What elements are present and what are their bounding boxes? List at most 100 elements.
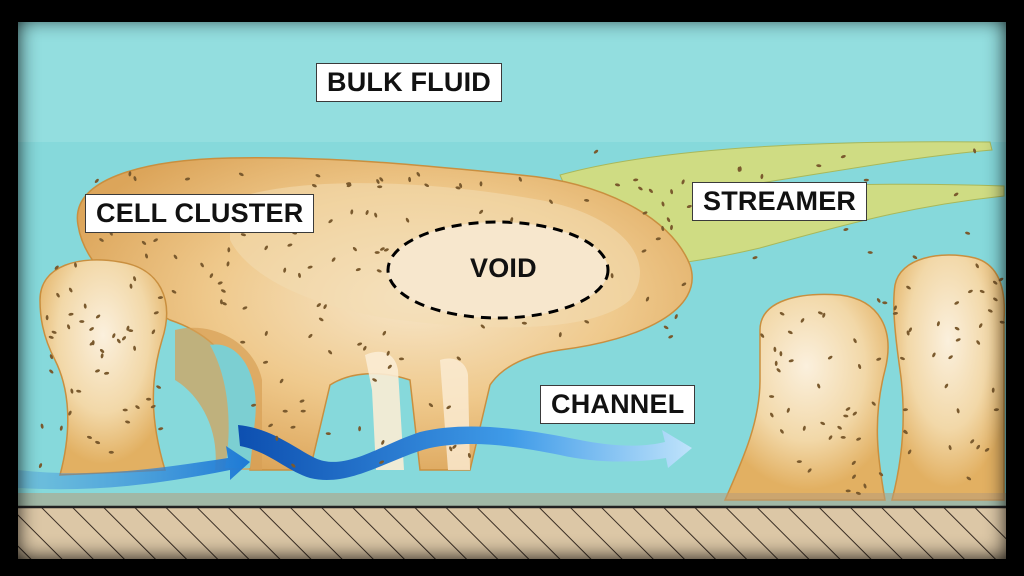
bacterium-dot [379, 460, 385, 464]
bacterium-dot [308, 333, 313, 339]
bacterium-dot [820, 421, 826, 426]
flow-arrows [18, 425, 692, 490]
substratum [18, 507, 1006, 559]
bacterium-dot [408, 176, 412, 183]
bacterium-dot [840, 154, 846, 159]
bacterium-dot [752, 256, 758, 260]
bacterium-dot [967, 289, 973, 294]
bacterium-dot [446, 405, 452, 410]
bacterium-dot [112, 333, 116, 339]
bacterium-dot [893, 305, 897, 311]
bacterium-dot [878, 472, 884, 477]
bacterium-dot [966, 476, 972, 481]
bacterium-dot [800, 318, 805, 323]
bacterium-dot [670, 189, 674, 195]
bacterium-dot [807, 468, 812, 473]
bacterium-dot [948, 355, 953, 360]
bacterium-dot [133, 176, 137, 182]
bacterium-dot [298, 272, 301, 278]
bacterium-dot [240, 340, 246, 344]
bacterium-dot [882, 301, 888, 305]
bacterium-dot [456, 356, 461, 361]
bacterium-dot [387, 364, 392, 369]
bacterium-dot [150, 404, 156, 409]
bacterium-dot [863, 178, 869, 182]
bacterium-dot [467, 452, 471, 459]
bacterium-dot [822, 312, 826, 318]
bacterium-dot [843, 414, 849, 418]
bacterium-dot [737, 166, 741, 172]
bacterium-dot [226, 261, 230, 267]
bacterium-dot [156, 385, 162, 389]
bacterium-dot [900, 356, 905, 361]
bacterium-dot [158, 427, 164, 431]
bacterium-dot [633, 178, 639, 182]
bacterium-dot [902, 408, 908, 412]
bacterium-dot [346, 183, 352, 188]
bacterium-dot [104, 371, 110, 375]
bacterium-dot [350, 209, 354, 215]
bacterium-dot [171, 290, 177, 294]
bacterium-dot [315, 174, 321, 178]
bacterium-dot [279, 378, 284, 384]
label-channel: CHANNEL [540, 385, 696, 424]
bacterium-dot [760, 333, 765, 338]
bacterium-dot [173, 254, 178, 260]
bacterium-dot [311, 184, 317, 188]
bacterium-dot [372, 378, 378, 382]
bacterium-dot [876, 357, 882, 361]
bacterium-dot [479, 181, 483, 187]
bacterium-dot [68, 312, 74, 316]
bacterium-dot [128, 171, 132, 177]
bacterium-dot [95, 369, 100, 373]
bacterium-dot [593, 149, 599, 154]
bacterium-dot [845, 407, 851, 411]
bacterium-dot [681, 179, 685, 185]
bacterium-dot [240, 233, 246, 237]
bacterium-dot [521, 321, 527, 325]
bacterium-dot [661, 225, 665, 232]
bacterium-dot [405, 217, 410, 223]
bacterium-dot [845, 489, 851, 493]
bacterium-dot [83, 303, 87, 309]
bacterium-dot [840, 435, 846, 439]
flow-arrow-main [238, 425, 692, 481]
bacterium-dot [645, 296, 650, 302]
bacterium-dot [89, 327, 94, 331]
bacterium-dot [852, 411, 857, 416]
bacterium-dot [906, 285, 911, 290]
bacterium-dot [99, 238, 104, 242]
bacterium-dot [383, 248, 389, 252]
bacteria-dots [38, 148, 1005, 495]
bacterium-dot [976, 444, 981, 450]
bacterium-dot [54, 265, 59, 270]
bacterium-dot [300, 409, 306, 413]
bacterium-dot [936, 321, 940, 327]
bacterium-dot [100, 353, 104, 359]
bacterium-dot [363, 345, 367, 351]
bacterium-dot [852, 474, 856, 479]
bacterium-dot [670, 224, 673, 231]
bacterium-dot [642, 211, 648, 215]
bacterium-dot [129, 283, 133, 289]
bacterium-dot [416, 171, 421, 177]
bacterium-dot [282, 409, 288, 413]
bacterium-dot [459, 182, 463, 189]
bacterium-dot [89, 341, 95, 346]
bacterium-dot [376, 269, 382, 273]
bacterium-dot [219, 299, 223, 305]
bacterium-dot [45, 315, 49, 321]
bacterium-dot [67, 324, 71, 330]
bacterium-dot [984, 447, 990, 452]
bacterium-dot [641, 249, 647, 253]
bacterium-dot [157, 296, 163, 300]
bacterium-dot [863, 483, 867, 489]
bacterium-dot [796, 460, 802, 464]
bacterium-dot [116, 338, 121, 344]
bacterium-dot [903, 429, 908, 435]
bacterium-dot [993, 408, 999, 412]
bacterium-dot [379, 177, 384, 182]
bacterium-dot [770, 412, 774, 418]
bacterium-dot [853, 338, 857, 344]
